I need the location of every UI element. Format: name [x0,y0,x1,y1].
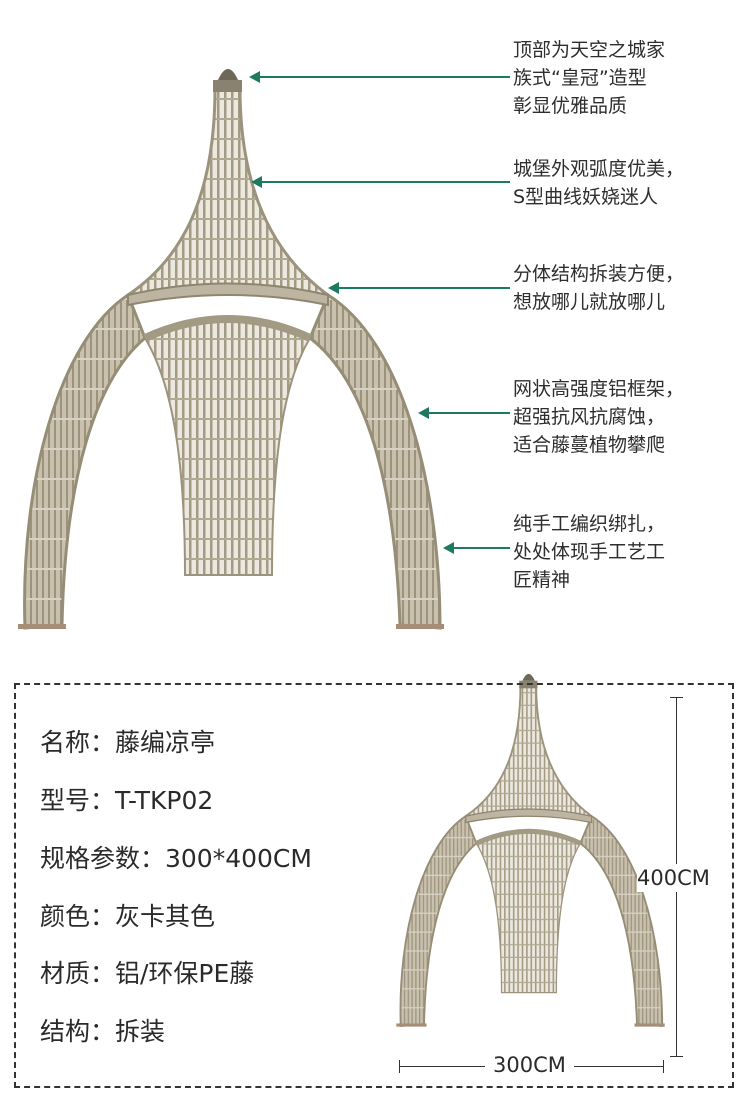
width-tick-right [663,1060,664,1073]
spec-name: 名称：藤编凉亭 [40,728,216,757]
callout-crown: 顶部为天空之城家 族式“皇冠”造型 彰显优雅品质 [513,39,666,117]
callout-arrow [328,282,510,294]
callout-curve: 城堡外观弧度优美， S型曲线妖娆迷人 [513,158,685,208]
callout-arrow [249,71,510,83]
spec-material: 材质：铝/环保PE藤 [40,959,255,988]
spec-size: 规格参数：300*400CM [40,844,312,873]
spec-color: 颜色：灰卡其色 [40,902,216,931]
callout-structure: 分体结构拆装方便， 想放哪儿就放哪儿 [513,263,685,313]
gazebo-main-image [18,69,444,629]
callout-frame: 网状高强度铝框架， 超强抗风抗腐蚀， 适合藤蔓植物攀爬 [513,378,685,456]
spec-box [14,683,734,1088]
height-label: 400CM [637,864,710,892]
height-tick-bottom [670,1056,683,1057]
callout-handmade: 纯手工编织绑扎， 处处体现手工艺工 匠精神 [513,513,666,591]
callout-arrow [251,176,510,188]
width-tick-left [399,1060,400,1073]
callout-arrow [443,542,510,554]
callout-arrow [418,407,510,419]
height-tick-top [670,697,683,698]
spec-model: 型号：T-TKP02 [40,786,214,815]
width-label: 300CM [485,1053,574,1077]
spec-structure: 结构：拆装 [40,1017,166,1046]
